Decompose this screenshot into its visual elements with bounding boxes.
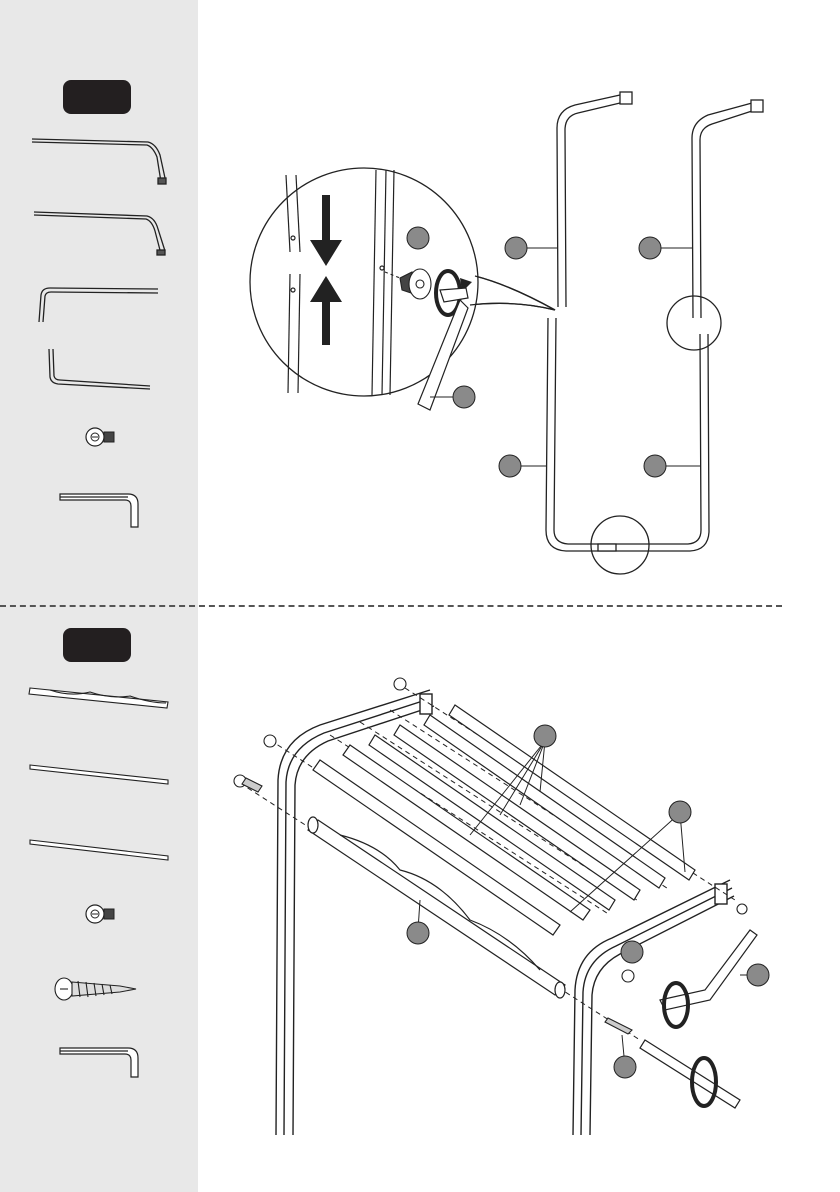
hex-key-icon: [60, 1048, 138, 1077]
screwdriver-icon: [640, 1040, 740, 1108]
part-lower-frame-right-icon: [49, 349, 150, 389]
part-rod-long-icon: [30, 765, 168, 784]
part-lower-frame-left-icon: [39, 288, 158, 322]
step2-allen-key: [660, 930, 757, 1010]
joint-highlight-top: [667, 296, 721, 350]
part-rod-short-icon: [30, 840, 168, 860]
bolt-icon: [86, 428, 114, 446]
part-top-rail-left-icon: [32, 139, 166, 184]
part-top-rail-right-icon: [34, 212, 165, 255]
rods: [313, 705, 695, 935]
part-twisted-rail-icon: [29, 688, 168, 708]
wood-screw-icon: [55, 978, 136, 1000]
upper-rail-left: [557, 92, 632, 307]
upper-rail-right: [692, 100, 763, 318]
hex-key-icon: [60, 494, 138, 527]
lower-u-frame: [546, 318, 709, 551]
bolt-icon: [86, 905, 114, 923]
